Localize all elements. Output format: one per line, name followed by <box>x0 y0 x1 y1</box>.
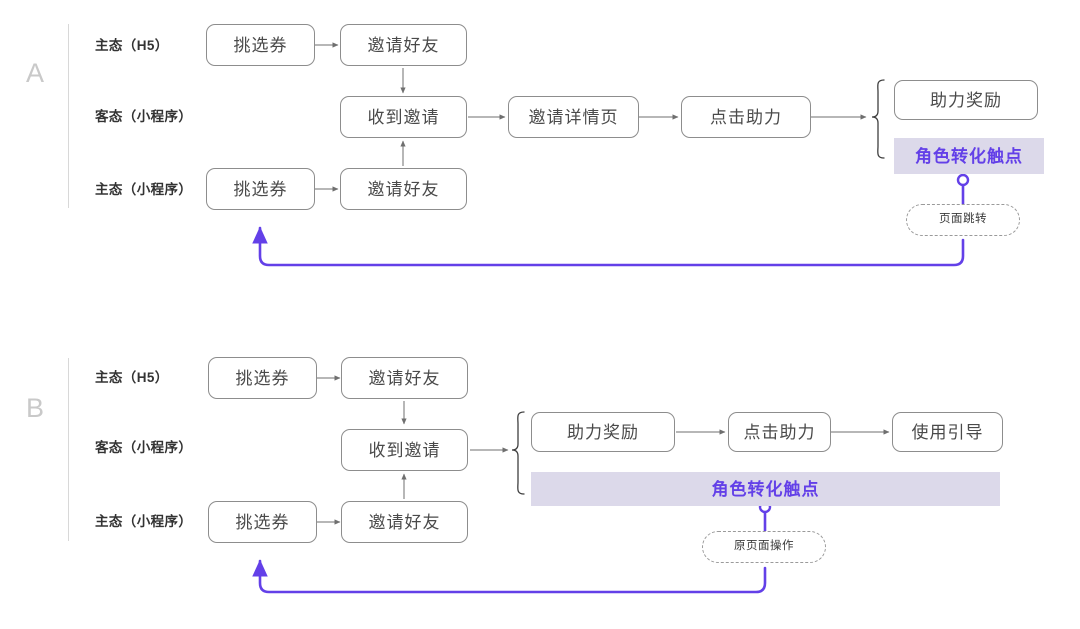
node-a-receive[interactable]: 收到邀请 <box>340 96 467 138</box>
node-b-receive[interactable]: 收到邀请 <box>341 429 468 471</box>
node-a-pick-2[interactable]: 挑选券 <box>206 168 315 210</box>
node-a-click[interactable]: 点击助力 <box>681 96 811 138</box>
node-b-invite-1[interactable]: 邀请好友 <box>341 357 468 399</box>
row-label-a-2: 主态（小程序） <box>95 182 193 197</box>
row-label-a-0: 主态（H5） <box>95 38 169 53</box>
highlight-band-a: 角色转化触点 <box>894 138 1044 174</box>
role-conversion-label-a: 角色转化触点 <box>915 146 1023 166</box>
annotation-pill-a: 页面跳转 <box>906 204 1020 236</box>
row-label-b-2: 主态（小程序） <box>95 514 193 529</box>
node-a-pick-1[interactable]: 挑选券 <box>206 24 315 66</box>
row-label-b-0: 主态（H5） <box>95 370 169 385</box>
node-a-invite-2[interactable]: 邀请好友 <box>340 168 467 210</box>
node-a-reward[interactable]: 助力奖励 <box>894 80 1038 120</box>
row-label-a-1: 客态（小程序） <box>95 109 193 124</box>
node-b-pick-2[interactable]: 挑选券 <box>208 501 317 543</box>
node-b-click[interactable]: 点击助力 <box>728 412 831 452</box>
role-conversion-label-b: 角色转化触点 <box>711 479 820 499</box>
node-b-invite-2[interactable]: 邀请好友 <box>341 501 468 543</box>
highlight-band-b: 角色转化触点 <box>531 472 1000 506</box>
node-b-pick-1[interactable]: 挑选券 <box>208 357 317 399</box>
section-divider-b <box>68 358 69 541</box>
node-a-invite-1[interactable]: 邀请好友 <box>340 24 467 66</box>
annotation-pill-b: 原页面操作 <box>702 531 826 563</box>
section-letter-b: B <box>26 393 46 423</box>
section-letter-a: A <box>26 58 46 88</box>
node-a-detail[interactable]: 邀请详情页 <box>508 96 639 138</box>
section-divider-a <box>68 24 69 208</box>
node-b-reward[interactable]: 助力奖励 <box>531 412 675 452</box>
node-b-guide[interactable]: 使用引导 <box>892 412 1003 452</box>
row-label-b-1: 客态（小程序） <box>95 440 193 455</box>
